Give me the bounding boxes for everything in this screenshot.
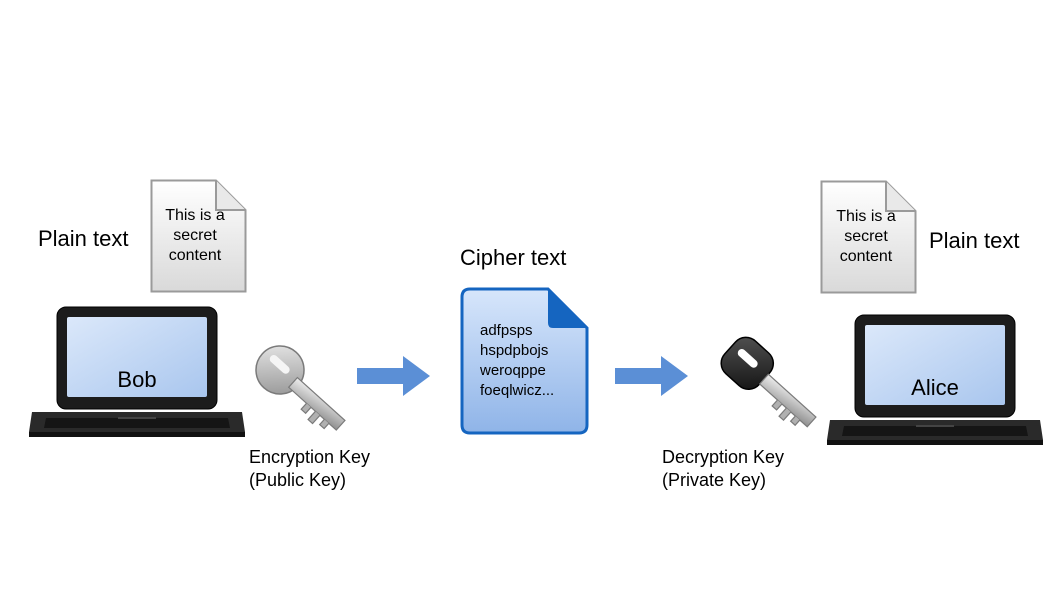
cipher-lines: adfpsps hspdpbojs weroqppe foeqlwicz... <box>480 321 554 401</box>
cipher-line: weroqppe <box>480 362 546 379</box>
laptop-icon <box>827 314 1043 445</box>
document-line: content <box>168 247 222 264</box>
encrypted-document-icon <box>460 287 589 435</box>
laptop-name: Bob <box>117 367 157 392</box>
laptop-name: Alice <box>911 375 959 400</box>
decryption-key-icon <box>720 336 817 428</box>
decryption-key-caption: Decryption Key (Private Key) <box>662 446 784 492</box>
right-document-text: This is a secret content <box>820 207 912 267</box>
cipher-line: adfpsps <box>480 322 533 339</box>
left-document-text: This is a secret content <box>150 206 240 266</box>
cipher-document: adfpsps hspdpbojs weroqppe foeqlwicz... <box>460 287 589 435</box>
cipher-text-label: Cipher text <box>460 245 567 270</box>
document-line: This is a <box>165 207 225 224</box>
document-icon <box>820 180 917 294</box>
encrypt-arrow <box>357 356 430 396</box>
alice-laptop: Alice <box>826 314 1044 446</box>
encryption-key-caption: Encryption Key (Public Key) <box>249 446 370 492</box>
right-plain-document: This is a secret content <box>820 180 917 294</box>
document-line: secret <box>173 227 217 244</box>
encryption-key-title: Encryption Key <box>249 447 371 467</box>
right-plain-text-label: Plain text <box>929 228 1020 253</box>
bob-laptop: Bob <box>28 306 246 438</box>
document-line: content <box>839 248 893 265</box>
cipher-line: hspdpbojs <box>480 342 549 359</box>
document-icon <box>150 179 247 293</box>
document-line: This is a <box>836 208 896 225</box>
encryption-key-icon <box>255 345 346 431</box>
left-plain-document: This is a secret content <box>150 179 247 293</box>
decryption-key-title: Decryption Key <box>662 447 785 467</box>
cipher-line: foeqlwicz... <box>480 382 555 399</box>
document-line: secret <box>844 228 888 245</box>
decryption-key-subtitle: (Private Key) <box>662 470 767 490</box>
decrypt-arrow <box>615 356 688 396</box>
encryption-key-subtitle: (Public Key) <box>249 470 347 490</box>
laptop-icon <box>29 306 245 437</box>
left-plain-text-label: Plain text <box>38 226 129 251</box>
